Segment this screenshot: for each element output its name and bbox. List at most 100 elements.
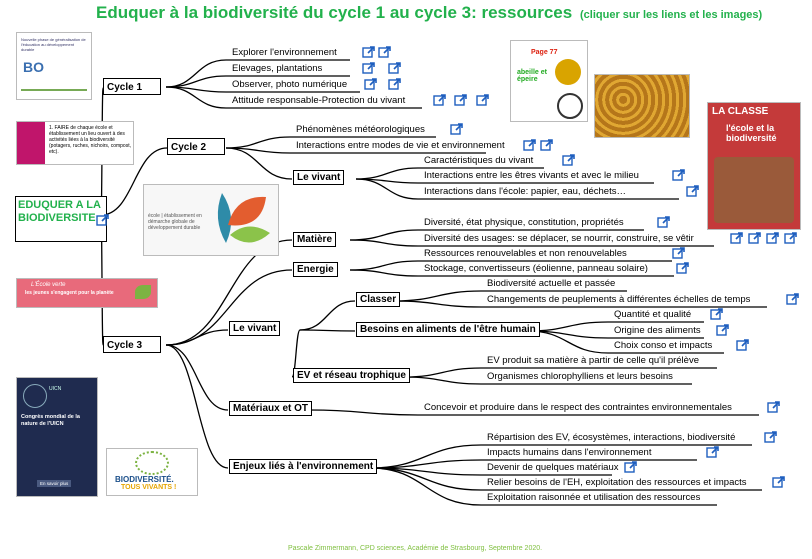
besoins-node[interactable]: Besoins en aliments de l'être humain [356,322,540,337]
biodiversite-image[interactable]: BIODIVERSITÉ. TOUS VIVANTS ! [106,448,198,496]
external-link-icon[interactable] [540,138,554,152]
e3d-image[interactable]: école | établissement en démarche global… [143,184,279,256]
leaf-label[interactable]: Origine des aliments [614,325,701,336]
external-link-icon[interactable] [476,93,490,107]
uicn-name: UICN [49,386,61,392]
leaf-label[interactable]: Choix conso et impacts [614,340,712,351]
external-link-icon[interactable] [772,475,786,489]
honeycomb-image[interactable] [594,74,690,138]
external-link-icon[interactable] [450,122,464,136]
la-classe-image[interactable]: LA CLASSE l'école et la biodiversité [707,102,801,230]
abeille-title: abeille et épeire [517,69,547,83]
connector [394,301,481,307]
cycle3-vivant-node[interactable]: Le vivant [229,321,280,336]
external-link-icon[interactable] [378,45,392,59]
external-link-icon[interactable] [676,261,690,275]
matiere-node[interactable]: Matière [293,232,336,247]
leaf-label[interactable]: Interactions dans l'école: papier, eau, … [424,186,626,197]
external-link-icon[interactable] [786,292,800,306]
connector [166,76,226,87]
leaf-label[interactable]: Répartision des EV, écosystèmes, interac… [487,432,735,443]
connector [350,230,418,240]
external-link-icon[interactable] [209,140,221,152]
abeille-image[interactable]: Page 77 abeille et épeire [510,40,588,122]
leaf-label[interactable]: Attitude responsable-Protection du vivan… [232,95,405,106]
leaf-label[interactable]: Devenir de quelques matériaux [487,462,619,473]
leaf-label[interactable]: Interactions entre modes de vie et envir… [296,140,505,151]
leaf-label[interactable]: Relier besoins de l'EH, exploitation des… [487,477,747,488]
external-link-icon[interactable] [18,225,30,237]
external-link-icon[interactable] [454,93,468,107]
external-link-icon[interactable] [523,138,537,152]
external-link-icon[interactable] [686,184,700,198]
external-link-icon[interactable] [433,93,447,107]
uicn-image[interactable]: UICN Congrès mondial de la nature de l'U… [16,377,98,497]
cycle2-vivant-node[interactable]: Le vivant [293,170,344,185]
external-link-icon[interactable] [710,307,724,321]
external-link-icon[interactable] [730,231,744,245]
leaf-label[interactable]: Explorer l'environnement [232,47,337,58]
faire-image[interactable]: 1. FAIRE de chaque école et établissemen… [16,121,134,165]
leaf-label[interactable]: Impacts humains dans l'environnement [487,447,651,458]
external-link-icon[interactable] [672,246,686,260]
e3d-text: école | établissement en démarche global… [148,213,204,231]
external-link-icon[interactable] [716,323,730,337]
leaf-blue [218,193,231,243]
external-link-icon[interactable] [748,231,762,245]
external-link-icon[interactable] [562,153,576,167]
external-link-icon[interactable] [624,460,638,474]
leaf-label[interactable]: Exploitation raisonnée et utilisation de… [487,492,700,503]
leaf-label[interactable]: Observer, photo numérique [232,79,347,90]
external-link-icon[interactable] [362,45,376,59]
external-link-icon[interactable] [364,77,378,91]
materiaux-ot-node[interactable]: Matériaux et OT [229,401,312,416]
connector [166,345,228,410]
external-link-icon[interactable] [362,61,376,75]
external-link-icon[interactable] [706,445,720,459]
biodiversite-text1: BIODIVERSITÉ. [115,475,174,484]
connector [350,270,418,276]
external-link-icon[interactable] [145,80,157,92]
leaf-label[interactable]: Interactions entre les êtres vivants et … [424,170,639,181]
cycle1-label: Cycle 1 [107,82,142,93]
leaves-logo [208,189,274,251]
leaf-label[interactable]: EV produit sa matière à partir de celle … [487,355,699,366]
leaf-label[interactable]: Ressources renouvelables et non renouvel… [424,248,627,259]
bo-image[interactable]: Nouvelle phase de généralisation de l'éd… [16,32,92,100]
leaf-label[interactable]: Diversité des usages: se déplacer, se no… [424,233,694,244]
ecole-verte-image[interactable]: L'École verte les jeunes s'engagent pour… [16,278,158,308]
cycle3-node[interactable]: Cycle 3 [103,336,161,353]
external-link-icon[interactable] [766,231,780,245]
cycle2-node[interactable]: Cycle 2 [167,138,225,155]
leaf-label[interactable]: Phénomènes météorologiques [296,124,425,135]
cycle1-node[interactable]: Cycle 1 [103,78,161,95]
root-node[interactable]: EDUQUER A LA BIODIVERSITE [15,196,107,242]
leaf-label[interactable]: Quantité et qualité [614,309,691,320]
external-link-icon[interactable] [657,215,671,229]
external-link-icon[interactable] [145,338,157,350]
la-classe-sub: l'école et la biodiversité [726,123,790,143]
external-link-icon[interactable] [736,338,750,352]
external-link-icon[interactable] [388,77,402,91]
external-link-icon[interactable] [784,231,798,245]
external-link-icon[interactable] [388,61,402,75]
uicn-more: En savoir plus [37,480,71,487]
classer-node[interactable]: Classer [356,292,400,307]
ev-reseau-node[interactable]: EV et réseau trophique [293,368,410,383]
leaf-label[interactable]: Biodiversité actuelle et passée [487,278,615,289]
external-link-icon[interactable] [764,430,778,444]
external-link-icon[interactable] [96,213,110,227]
external-link-icon[interactable] [672,168,686,182]
leaf-label[interactable]: Changements de peuplements à différentes… [487,294,750,305]
leaf-label[interactable]: Organismes chlorophylliens et leurs beso… [487,371,673,382]
external-link-icon[interactable] [767,400,781,414]
leaf-label[interactable]: Concevoir et produire dans le respect de… [424,402,732,413]
enjeux-node[interactable]: Enjeux liés à l'environnement [229,459,377,474]
connector [300,330,355,331]
leaf-label[interactable]: Stockage, convertisseurs (éolienne, pann… [424,263,648,274]
leaf-label[interactable]: Diversité, état physique, constitution, … [424,217,624,228]
root-label-line2: BIODIVERSITE [18,212,104,239]
energie-node[interactable]: Energie [293,262,338,277]
leaf-label[interactable]: Elevages, plantations [232,63,322,74]
leaf-label[interactable]: Caractéristiques du vivant [424,155,533,166]
